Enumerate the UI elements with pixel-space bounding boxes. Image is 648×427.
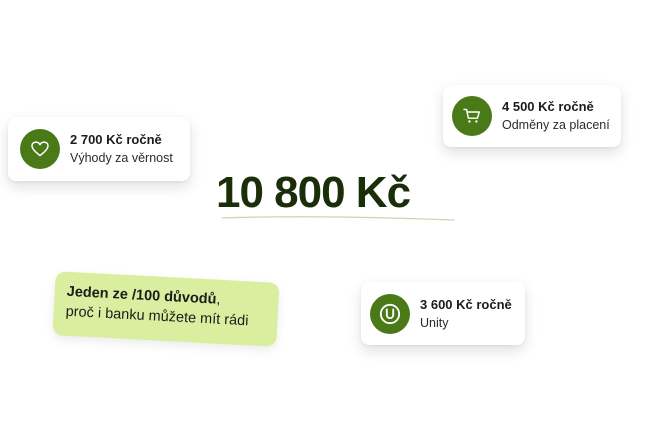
payments-amount: 4 500 Kč ročně	[502, 99, 594, 114]
total-savings: 10 800 Kč	[216, 164, 456, 224]
unity-logo-icon	[370, 293, 410, 334]
unity-amount: 3 600 Kč ročně	[420, 296, 512, 312]
unity-label: Unity	[420, 315, 449, 330]
heart-icon	[20, 129, 60, 169]
total-underline	[221, 216, 455, 221]
loyalty-label: Výhody za věrnost	[70, 151, 173, 165]
promo-note: Jeden ze /100 důvodů, proč i banku můžet…	[52, 271, 280, 347]
total-amount: 10 800 Kč	[216, 168, 411, 217]
payments-label: Odměny za placení	[502, 118, 610, 132]
cart-icon	[452, 96, 492, 136]
loyalty-benefit-card: 2 700 Kč ročně Výhody za věrnost	[8, 117, 190, 181]
unity-card: 3 600 Kč ročně Unity	[361, 282, 525, 345]
promo-comma: ,	[216, 291, 221, 308]
loyalty-amount: 2 700 Kč ročně	[70, 132, 162, 147]
payment-rewards-card: 4 500 Kč ročně Odměny za placení	[443, 85, 621, 147]
